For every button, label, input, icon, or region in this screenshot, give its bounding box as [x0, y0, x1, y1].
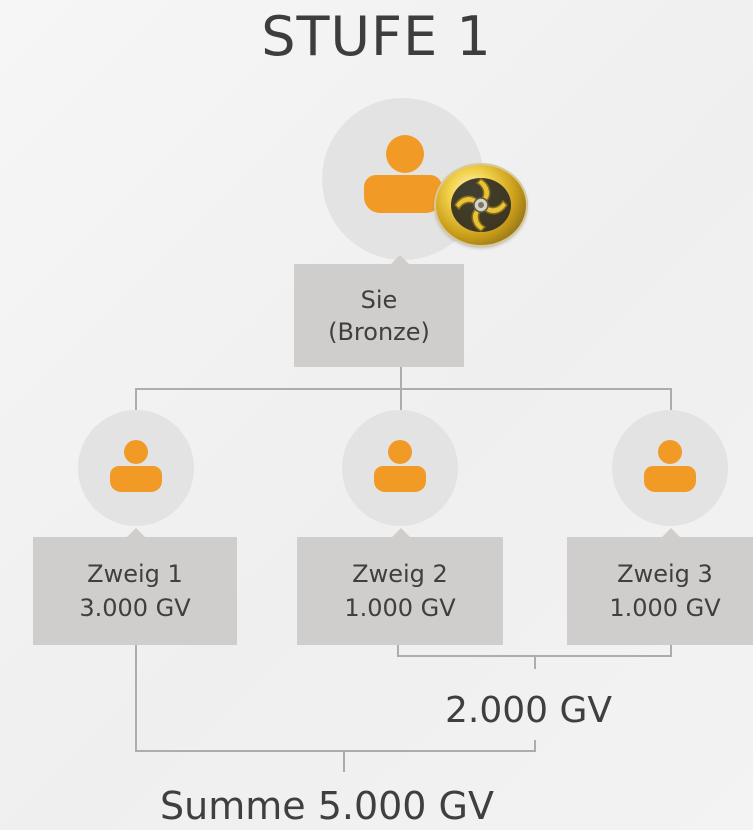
root-node-box: Sie (Bronze) — [294, 264, 464, 367]
branch-3-volume: 1.000 GV — [609, 594, 721, 622]
subtotal-label: 2.000 GV — [445, 690, 613, 731]
branch-1-box: Zweig 1 3.000 GV — [33, 537, 237, 645]
branch-3-drop-connector — [670, 388, 672, 410]
branch-2-volume: 1.000 GV — [344, 594, 456, 622]
subtotal-bracket-right — [670, 645, 672, 657]
branch-1-name: Zweig 1 — [87, 560, 183, 588]
person-icon — [364, 135, 442, 213]
total-label: Summe 5.000 GV — [160, 784, 495, 828]
subtotal-bracket-left — [397, 645, 399, 657]
branch-2-box: Zweig 2 1.000 GV — [297, 537, 503, 645]
total-stem — [343, 750, 345, 772]
total-bracket-left — [135, 645, 137, 752]
person-icon — [374, 440, 426, 492]
root-stem-connector — [400, 367, 402, 389]
branch-1-volume: 3.000 GV — [79, 594, 191, 622]
root-node-name: Sie — [360, 286, 398, 314]
branch-2-avatar-circle — [342, 410, 458, 526]
branch-3-box: Zweig 3 1.000 GV — [567, 537, 753, 645]
branches-horizontal-connector — [135, 388, 672, 390]
branch-1-box-notch — [127, 528, 145, 537]
bronze-badge-icon — [436, 165, 526, 245]
branch-2-drop-connector — [400, 388, 402, 410]
subtotal-stem — [534, 655, 536, 669]
person-icon — [644, 440, 696, 492]
diagram-title: STUFE 1 — [261, 5, 492, 68]
person-icon — [110, 440, 162, 492]
total-bracket-right — [534, 740, 536, 752]
total-bracket-bottom — [135, 750, 536, 752]
branch-3-name: Zweig 3 — [617, 560, 713, 588]
root-node-rank: (Bronze) — [328, 318, 430, 346]
branch-1-drop-connector — [135, 388, 137, 410]
root-box-notch — [391, 255, 409, 264]
branch-1-avatar-circle — [78, 410, 194, 526]
branch-3-box-notch — [662, 528, 680, 537]
branch-2-box-notch — [392, 528, 410, 537]
branch-3-avatar-circle — [612, 410, 728, 526]
branch-2-name: Zweig 2 — [352, 560, 448, 588]
